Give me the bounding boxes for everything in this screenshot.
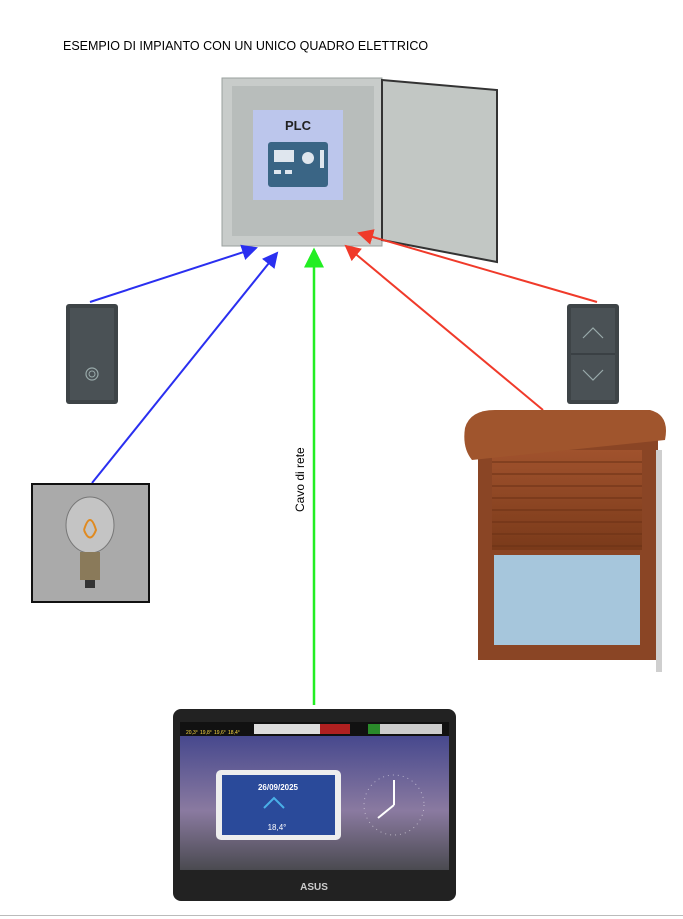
light-switch [66,304,118,404]
inner-date: 26/09/2025 [258,783,299,792]
temp-3: 19,6° [214,730,226,736]
plc-icon [268,142,328,187]
temp-2: 19,8° [200,730,212,736]
inner-temp: 18,4° [268,823,287,832]
roller-shutter-image [464,410,666,672]
diagram-title: ESEMPIO DI IMPIANTO CON UN UNICO QUADRO … [63,39,429,53]
temp-4: 18,4° [228,730,240,736]
arrow-down-icon [582,369,604,381]
light-bulb-image [31,483,150,603]
plc-label: PLC [285,118,312,133]
electrical-cabinet: PLC [221,77,498,264]
arrow-bulb-to-plc [91,251,279,484]
house-icon [263,796,285,809]
arrow-updown-switch-to-plc [357,229,598,303]
tablet-brand: ASUS [300,882,328,893]
shutter-switch [567,304,619,404]
arrow-up-icon [582,327,604,339]
arrow-shutter-to-plc [344,244,544,411]
clock [363,774,425,836]
arrow-switch-to-plc [89,244,258,303]
temp-1: 20,3° [186,730,198,736]
cable-label: Cavo di rete [293,447,307,512]
bottom-divider [0,915,683,916]
tablet-device: 20,3° 19,8° 19,6° 18,4° 26/09/2025 18,4°… [173,709,456,901]
